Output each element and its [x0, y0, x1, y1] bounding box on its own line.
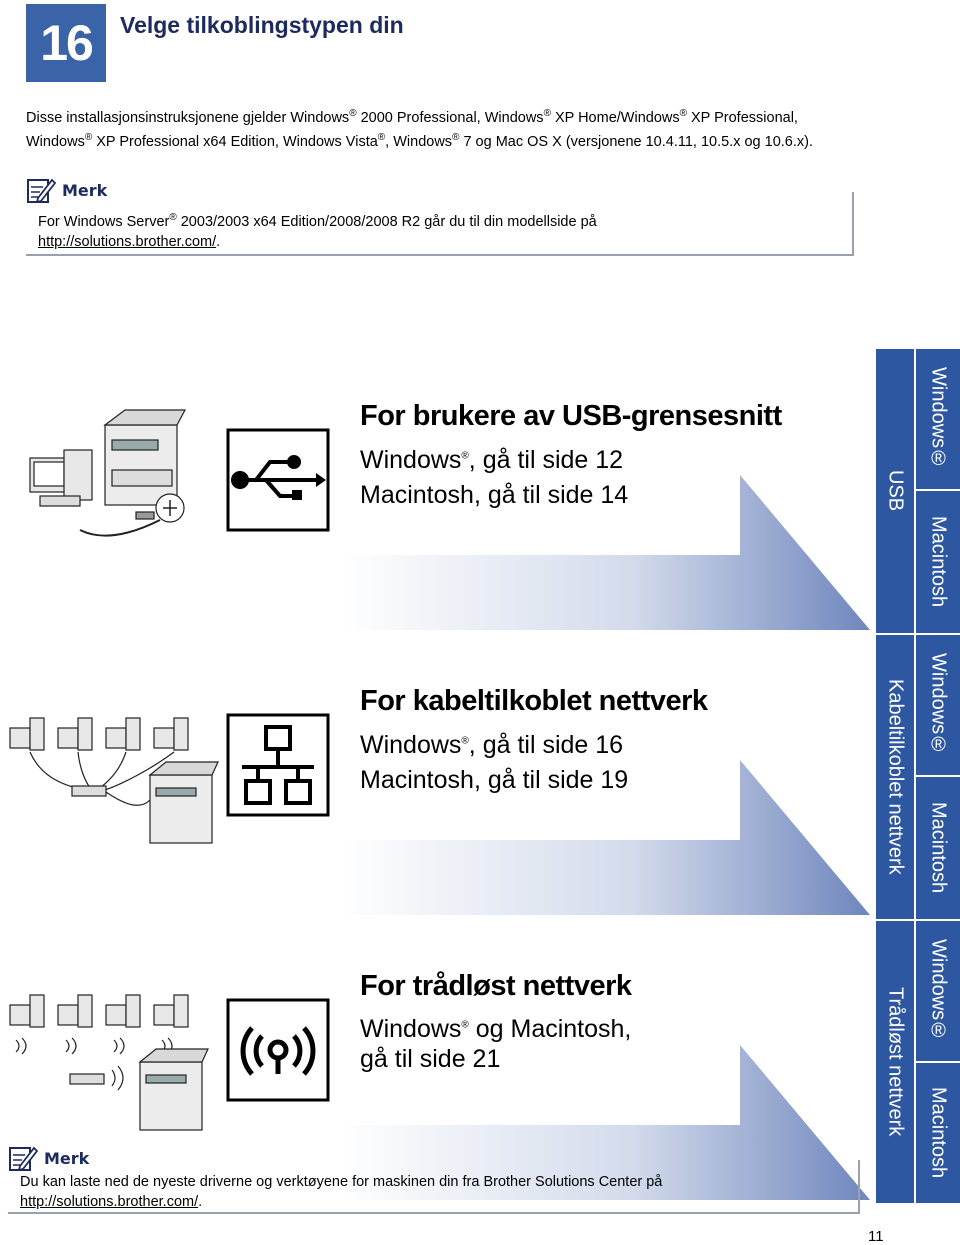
usb-heading: For brukere av USB-grensesnitt	[360, 400, 782, 432]
tab-usb-windows[interactable]: Windows®	[916, 349, 960, 489]
tab-wired-windows[interactable]: Windows®	[916, 635, 960, 775]
wireless-arrow	[340, 1045, 870, 1200]
note-header: Merk	[26, 176, 107, 204]
wireless-network-icon	[226, 998, 330, 1102]
wireless-windows-line: Windows® og Macintosh,	[360, 1015, 632, 1043]
note-pencil-icon	[27, 178, 56, 204]
wireless-setup-illustration	[9, 994, 209, 1131]
note-header: Merk	[8, 1144, 89, 1172]
step-number: 16	[40, 15, 94, 71]
wired-setup-illustration	[9, 717, 219, 844]
usb-windows-line: Windows®, gå til side 12	[360, 446, 624, 474]
note-text: For Windows Server® 2003/2003 x64 Editio…	[38, 212, 597, 250]
wired-heading: For kabeltilkoblet nettverk	[360, 685, 708, 717]
note-label: Merk	[44, 1148, 90, 1168]
usb-arrow	[340, 475, 870, 630]
wired-windows-line: Windows®, gå til side 16	[360, 731, 624, 759]
note-pencil-icon	[9, 1146, 38, 1172]
solutions-link[interactable]: http://solutions.brother.com/	[38, 233, 217, 250]
tab-wireless[interactable]: Trådløst nettverk	[876, 921, 914, 1203]
intro-paragraph: Disse installasjonsinstruksjonene gjelde…	[26, 108, 814, 150]
tab-usb-macintosh[interactable]: Macintosh	[916, 491, 960, 633]
page-title: Velge tilkoblingstypen din	[120, 12, 404, 38]
solutions-link[interactable]: http://solutions.brother.com/	[20, 1194, 199, 1210]
wired-arrow	[340, 760, 870, 915]
tab-wireless-macintosh[interactable]: Macintosh	[916, 1063, 960, 1203]
note-label: Merk	[62, 180, 108, 200]
note-text: Du kan laste ned de nyeste driverne og v…	[20, 1174, 663, 1210]
page-number: 11	[868, 1228, 884, 1245]
usb-mac-line: Macintosh, gå til side 14	[360, 481, 629, 509]
tab-usb[interactable]: USB	[876, 349, 914, 633]
step-number-badge: 16	[26, 4, 106, 82]
tab-wired[interactable]: Kabeltilkoblet nettverk	[876, 635, 914, 919]
side-tabs: USB Windows® Macintosh Kabeltilkoblet ne…	[876, 349, 960, 1203]
note-box	[26, 192, 854, 256]
usb-setup-illustration	[29, 409, 186, 537]
tab-wireless-windows[interactable]: Windows®	[916, 921, 960, 1061]
wireless-heading: For trådløst nettverk	[360, 970, 632, 1002]
tab-wired-macintosh[interactable]: Macintosh	[916, 777, 960, 919]
wired-mac-line: Macintosh, gå til side 19	[360, 766, 629, 794]
note-box	[8, 1160, 860, 1214]
wired-network-icon	[226, 713, 330, 817]
wireless-mac-line: gå til side 21	[360, 1045, 501, 1073]
usb-icon	[226, 428, 330, 532]
